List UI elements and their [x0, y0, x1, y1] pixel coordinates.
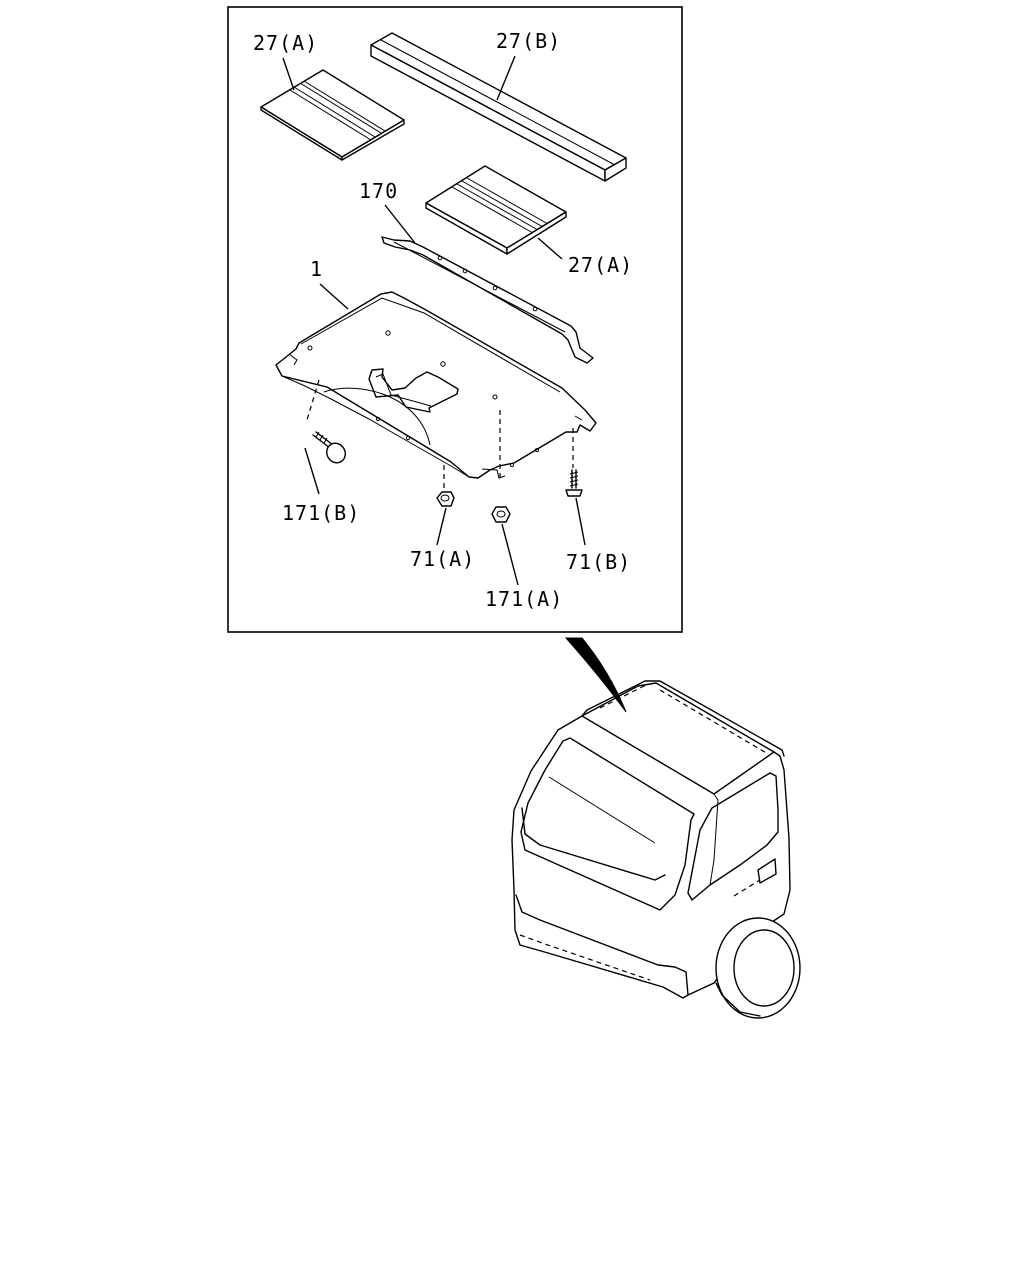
clip-nut-71a — [436, 491, 455, 507]
callout-171b: 171(B) — [282, 501, 360, 525]
headlining-panel-1 — [275, 291, 597, 479]
detail-frame — [227, 6, 683, 633]
leader-27a-left — [282, 57, 295, 91]
callout-71b: 71(B) — [566, 550, 631, 574]
leader-27a-mid — [537, 237, 563, 260]
leader-71b — [575, 497, 586, 546]
truck-cab-illustration — [511, 680, 801, 1019]
callout-27a-left: 27(A) — [253, 31, 318, 55]
callout-171a: 171(A) — [485, 587, 563, 611]
callout-170: 170 — [359, 179, 398, 203]
headlining-rail-170 — [381, 236, 594, 364]
screw-71b — [565, 469, 583, 497]
insulator-strip-27b — [370, 32, 627, 182]
leader-71a — [436, 507, 447, 546]
leader-171a — [501, 523, 519, 586]
leader-1 — [319, 283, 349, 310]
insulator-pad-27a-center — [425, 165, 567, 255]
leader-171b — [304, 447, 320, 495]
leader-27b — [496, 55, 516, 101]
callout-1: 1 — [310, 257, 323, 281]
callout-71a: 71(A) — [410, 547, 475, 571]
location-pointer-arrow — [564, 637, 627, 713]
leader-170 — [384, 204, 416, 244]
push-clip-171b — [312, 431, 346, 464]
callout-27b: 27(B) — [496, 29, 561, 53]
callout-27a-mid: 27(A) — [568, 253, 633, 277]
assembly-line-171b — [306, 379, 320, 421]
insulator-pad-27a-left — [260, 69, 405, 161]
clip-nut-171a — [491, 506, 511, 523]
